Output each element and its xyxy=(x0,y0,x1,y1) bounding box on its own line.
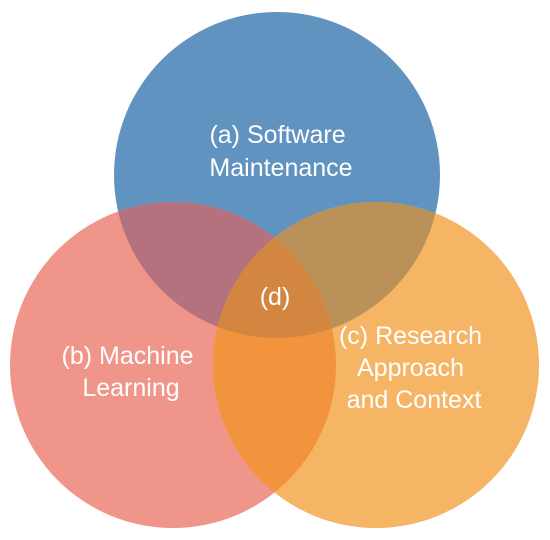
label-line: Approach xyxy=(357,354,464,382)
label-line: (c) Research xyxy=(339,322,482,350)
label-line: (b) Machine xyxy=(62,342,194,370)
label-line: Maintenance xyxy=(209,154,352,182)
label-line: (a) Software xyxy=(209,121,345,149)
label-machine-learning: (b) Machine Learning xyxy=(62,342,201,402)
intersection-all-three xyxy=(213,202,336,338)
label-line: and Context xyxy=(347,386,482,414)
label-line: Learning xyxy=(82,374,179,402)
label-research-approach: (c) Research Approach and Context xyxy=(339,322,489,414)
label-software-maintenance: (a) Software Maintenance xyxy=(209,121,352,182)
label-center-intersection: (d) xyxy=(260,283,291,311)
